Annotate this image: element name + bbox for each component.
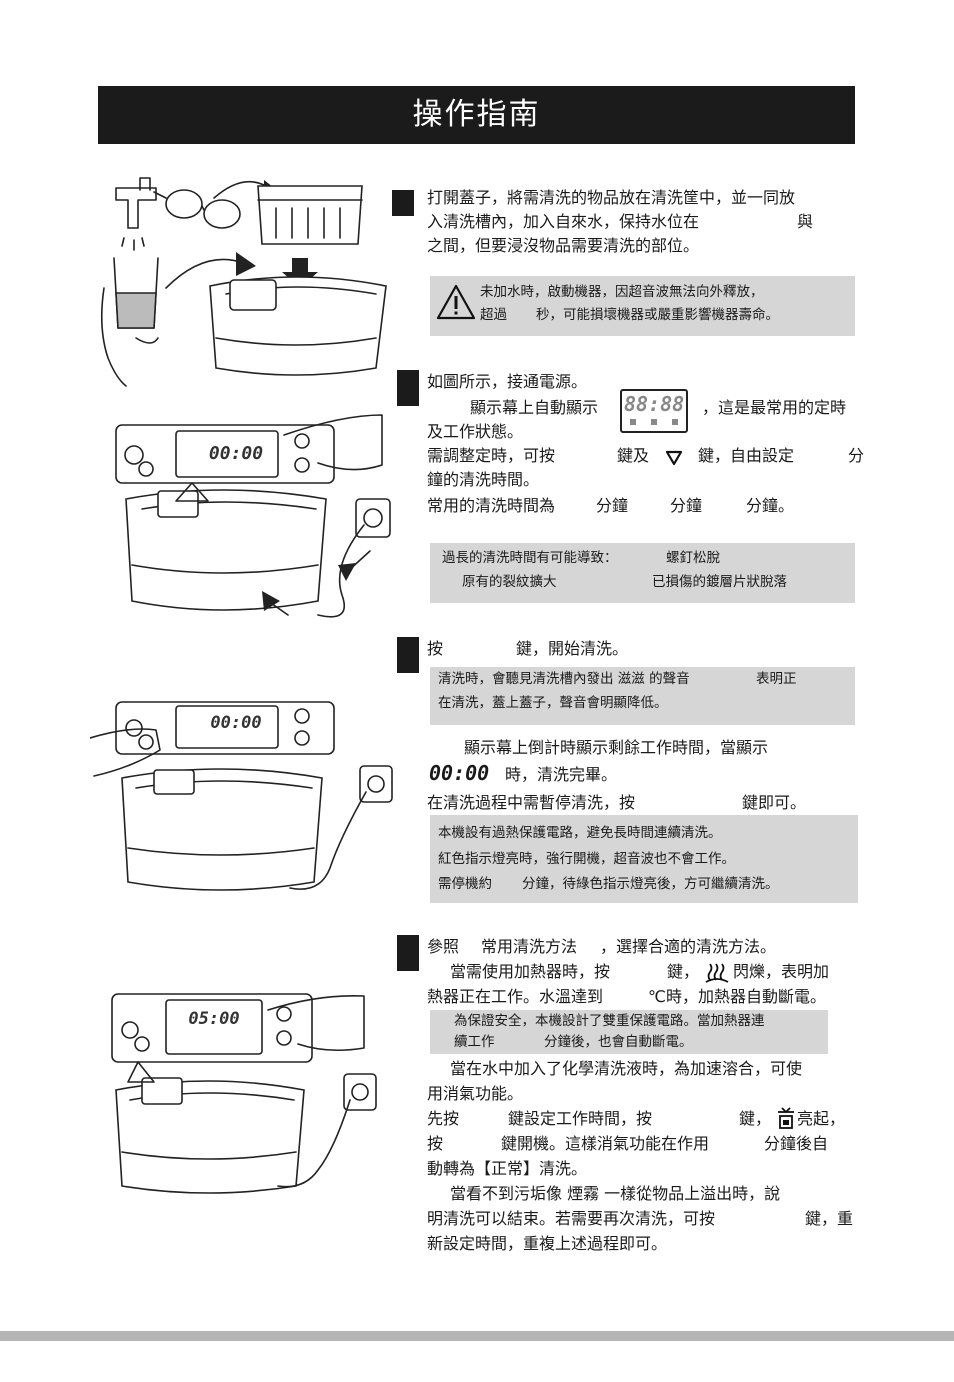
step-3-countdown-digits: 00:00 <box>429 761 490 785</box>
step-3-note-2-line-3b: 分鐘，待綠色指示燈亮後，方可繼續清洗。 <box>522 876 779 892</box>
warning-line-2b: 秒，可能損壞機器或嚴重影響機器壽命。 <box>536 307 779 323</box>
step-4-line-6c: 鍵， <box>739 1109 772 1128</box>
step-3-line-2: 顯示幕上倒計時顯示剩餘工作時間，當顯示 <box>464 738 769 757</box>
step-2-note-2a: 原有的裂紋擴大 <box>462 574 557 590</box>
led-indicator-row <box>630 419 678 425</box>
step-4-line-8: 動轉為【正常】清洗。 <box>427 1159 588 1178</box>
step-2-note-1a: 過長的清洗時間有可能導致： <box>442 550 618 566</box>
step-4-line-6d: 亮起， <box>797 1109 846 1128</box>
step-2-line-6c: 分鐘 <box>670 496 703 515</box>
step-2-illustration: 00:00 <box>115 414 391 618</box>
step-1-line-2: 入清洗槽內，加入自來水，保持水位在 <box>427 212 700 231</box>
step-3-note-1-box: 清洗時，會聽見清洗槽內發出 滋滋 的聲音 表明正 在清洗，蓋上蓋子，聲音會明顯降… <box>430 667 855 725</box>
step-1-marker <box>392 190 414 216</box>
warning-icon <box>436 284 476 320</box>
led-display-digits: 88:88 <box>624 392 685 416</box>
step-2-line-3: 及工作狀態。 <box>427 422 524 441</box>
led-display-icon: 88:88 <box>620 389 688 433</box>
heater-icon <box>705 963 729 983</box>
page-title: 操作指南 <box>98 86 855 144</box>
step-2-line-6a: 常用的清洗時間為 <box>427 496 556 515</box>
step-3-line-4a: 在清洗過程中需暫停清洗，按 <box>427 793 636 812</box>
step-3-note-2-box: 本機設有過熱保護電路，避免長時間連續清洗。 紅色指示燈亮時，強行開機，超音波也不… <box>430 815 858 903</box>
step-4-line-1b: 常用清洗方法 <box>481 937 578 956</box>
step-2-line-5: 鐘的清洗時間。 <box>427 470 540 489</box>
step-3-line-1a: 按 <box>427 639 444 658</box>
step-3-line-4b: 鍵即可。 <box>742 793 807 812</box>
step-4-line-2c: 閃爍，表明加 <box>733 962 830 981</box>
step-4-line-4: 當在水中加入了化學清洗液時，為加速溶合，可使 <box>450 1059 803 1078</box>
footer-bar <box>0 1331 954 1341</box>
step-4-line-10a: 明清洗可以結束。若需要再次清洗，可按 <box>427 1209 716 1228</box>
step-2-line-4a: 需調整定時，可按 <box>427 446 556 465</box>
step-3-note-2-line-3a: 需停機約 <box>438 876 492 892</box>
step-4-line-9: 當看不到污垢像 煙霧 一樣從物品上溢出時，說 <box>450 1184 781 1203</box>
step-2-line-1: 如圖所示，接通電源。 <box>427 372 588 391</box>
step-2-note-1b: 螺釘松脫 <box>666 550 720 566</box>
step-2-note-box: 過長的清洗時間有可能導致： 螺釘松脫 原有的裂紋擴大 已損傷的鍍層片狀脫落 <box>430 543 855 603</box>
step-3-note-2-line-1: 本機設有過熱保護電路，避免長時間連續清洗。 <box>438 825 722 841</box>
step-4-marker <box>397 935 419 971</box>
step-4-line-7b: 鍵開機。這樣消氣功能在作用 <box>501 1134 710 1153</box>
degas-icon <box>778 1107 794 1129</box>
step-2-line-2a: 顯示幕上自動顯示 <box>470 398 599 417</box>
step-3-note-1-line-1a: 清洗時，會聽見清洗槽內發出 滋滋 的聲音 <box>438 671 690 687</box>
step-2-line-2b: ，這是最常用的定時 <box>702 398 847 417</box>
step-4-note-line-2b: 分鐘後，也會自動斷電。 <box>544 1034 693 1050</box>
step-4-note-box: 為保證安全，本機設計了雙重保護電路。當加熱器連 續工作 分鐘後，也會自動斷電。 <box>430 1010 828 1054</box>
step-3-line-1b: 鍵，開始清洗。 <box>516 639 629 658</box>
step-4-note-line-2a: 續工作 <box>454 1034 495 1050</box>
step-4-line-1c: ，選擇合適的清洗方法。 <box>600 937 777 956</box>
step-3-line-3: 時，清洗完畢。 <box>505 765 618 784</box>
step-2-marker <box>397 370 419 406</box>
step-1-line-3: 之間，但要浸沒物品需要清洗的部位。 <box>427 236 700 255</box>
step-4-line-5: 用消氣功能。 <box>427 1084 524 1103</box>
warning-line-2a: 超過 <box>480 307 507 323</box>
step-2-note-2b: 已損傷的鍍層片狀脫落 <box>652 574 787 590</box>
step-3-note-2-line-2: 紅色指示燈亮時，強行開機，超音波也不會工作。 <box>438 851 735 867</box>
step-2-line-4b: 鍵及 <box>617 446 650 465</box>
step-4-line-7c: 分鐘後自 <box>764 1134 829 1153</box>
step-4-line-3a: 熱器正在工作。水溫達到 <box>427 987 604 1006</box>
step-3-note-1-line-2: 在清洗，蓋上蓋子，聲音會明顯降低。 <box>438 695 668 711</box>
step-4-line-6a: 先按 <box>427 1109 460 1128</box>
step-4-line-11: 新設定時間，重複上述過程即可。 <box>427 1234 668 1253</box>
step-4-line-2a: 當需使用加熱器時，按 <box>450 962 611 981</box>
step-2-line-4d: 分 <box>848 446 865 465</box>
step-1-warning-box: 未加水時，啟動機器，因超音波無法向外釋放， 超過 秒，可能損壞機器或嚴重影響機器… <box>430 276 855 336</box>
step-2-panel-digits: 00:00 <box>209 443 263 464</box>
step-1-line-2-end: 與 <box>797 212 814 231</box>
step-4-illustration: 05:00 <box>111 993 377 1194</box>
step-4-line-6b: 鍵設定工作時間，按 <box>508 1109 653 1128</box>
step-4-line-10b: 鍵，重 <box>805 1209 854 1228</box>
step-1-illustration <box>100 177 387 387</box>
warning-line-1: 未加水時，啟動機器，因超音波無法向外釋放， <box>480 284 764 300</box>
step-4-line-3b: ℃時，加熱器自動斷電。 <box>648 987 826 1006</box>
step-3-illustration: 00:00 <box>90 701 393 891</box>
step-4-note-line-1: 為保證安全，本機設計了雙重保護電路。當加熱器連 <box>454 1013 765 1029</box>
step-2-line-6d: 分鐘。 <box>746 496 795 515</box>
step-3-marker <box>397 637 419 673</box>
step-3-panel-digits: 00:00 <box>210 713 261 733</box>
down-triangle-icon <box>665 450 683 466</box>
step-2-line-6b: 分鐘 <box>596 496 629 515</box>
step-4-line-2b: 鍵， <box>667 962 700 981</box>
step-4-line-7a: 按 <box>427 1134 444 1153</box>
step-1-line-1: 打開蓋子，將需清洗的物品放在清洗筐中，並一同放 <box>427 188 796 207</box>
step-3-note-1-line-1b: 表明正 <box>756 671 797 687</box>
step-4-panel-digits: 05:00 <box>188 1009 239 1029</box>
step-4-line-1a: 參照 <box>427 937 460 956</box>
step-2-line-4c: 鍵，自由設定 <box>698 446 795 465</box>
